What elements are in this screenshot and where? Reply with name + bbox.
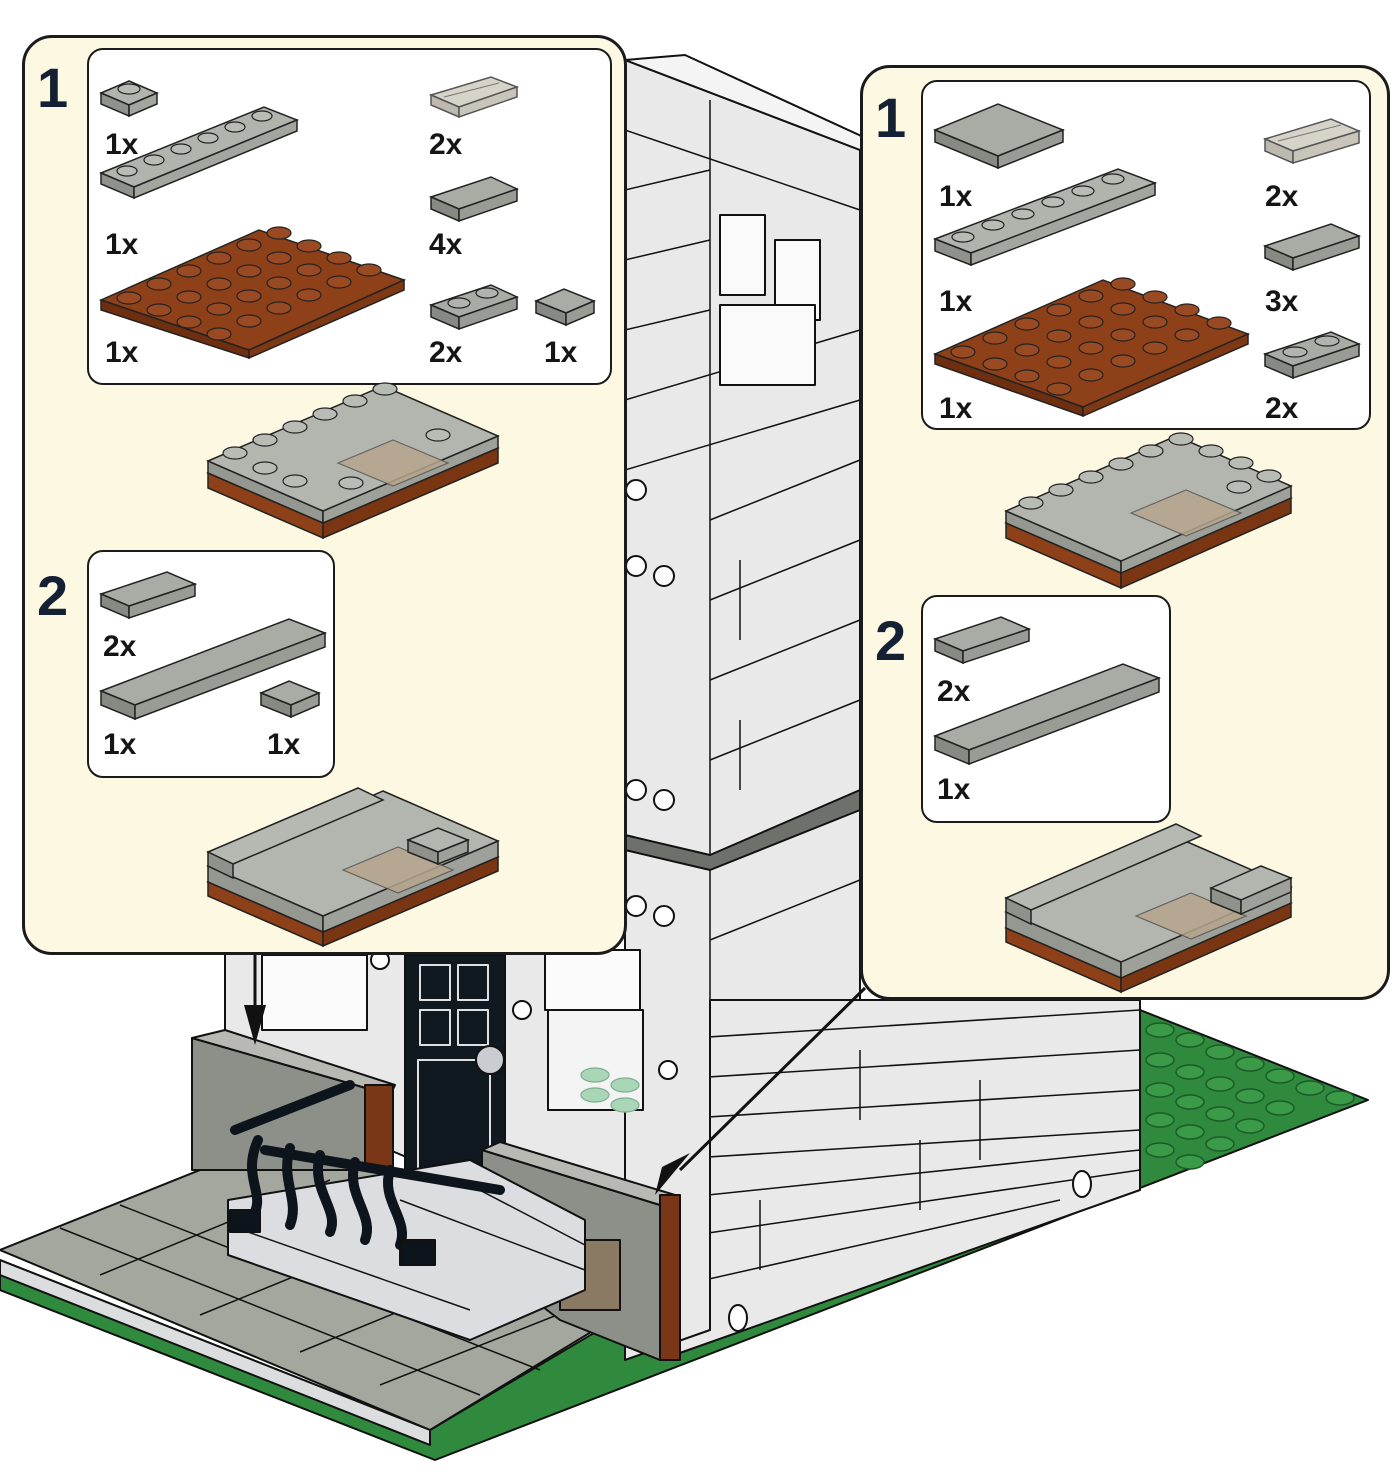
round-brick-icon	[728, 1304, 748, 1332]
round-brick-icon	[658, 1060, 678, 1080]
round-brick-icon	[653, 565, 675, 587]
step-2-result-model	[206, 787, 500, 948]
parts-list-box: 1x 1x 1x	[87, 48, 612, 385]
part-qty: 2x	[429, 128, 463, 161]
step-number: 2	[37, 564, 69, 627]
part-tile-1x2	[1262, 223, 1362, 272]
part-tile-1x1	[259, 680, 321, 719]
step-1-result-model	[206, 382, 500, 540]
round-brick-icon	[625, 779, 647, 801]
part-qty: 2x	[429, 336, 463, 369]
placement-arrow-right	[655, 986, 867, 1195]
part-plate-1x2	[428, 284, 520, 331]
round-brick-icon	[625, 479, 647, 501]
placement-arrow-left	[244, 950, 266, 1045]
parts-list-box: 2x 1x	[921, 595, 1171, 823]
part-qty: 1x	[939, 392, 973, 425]
part-tile-1x1	[534, 288, 596, 327]
round-brick-icon	[653, 905, 675, 927]
front-window-right	[544, 949, 641, 1011]
part-qty: 1x	[105, 336, 139, 369]
part-qty: 1x	[939, 285, 973, 318]
part-qty: 1x	[105, 228, 139, 261]
part-tile-1x6	[98, 618, 328, 721]
baseplate-studs	[1145, 1022, 1355, 1170]
part-plate-1x2	[1262, 331, 1362, 380]
upper-window	[719, 214, 766, 296]
part-qty: 2x	[937, 675, 971, 708]
part-qty: 4x	[429, 228, 463, 261]
part-tile-1x2	[932, 616, 1032, 665]
step-1-result-model	[1004, 432, 1293, 590]
right-callout: 1 1x 1x 1x	[860, 65, 1390, 1000]
part-tile-1x6	[932, 663, 1162, 766]
step-number: 1	[875, 86, 907, 149]
part-plate-1x1	[99, 80, 159, 118]
round-brick-icon	[625, 895, 647, 917]
part-plate-1x6	[932, 168, 1158, 267]
part-qty: 2x	[1265, 180, 1299, 213]
left-callout: 1 1x 1x	[22, 35, 627, 955]
part-qty: 1x	[544, 336, 578, 369]
trans-green-studs	[580, 1067, 640, 1113]
part-tile-2x2	[933, 103, 1066, 170]
round-brick-icon	[625, 555, 647, 577]
part-qty: 1x	[267, 728, 301, 761]
parts-list-box: 1x 1x 1x	[921, 80, 1371, 430]
step-2-result-model	[1004, 823, 1293, 994]
step-number: 1	[37, 56, 69, 119]
part-plate-1x6	[99, 106, 300, 200]
part-qty: 1x	[103, 728, 137, 761]
part-qty: 3x	[1265, 285, 1299, 318]
step-number: 2	[875, 609, 907, 672]
front-window-left	[261, 954, 368, 1031]
curb	[0, 1259, 431, 1446]
part-qty: 1x	[939, 180, 973, 213]
railing-base	[229, 1209, 261, 1233]
part-plate-4x6-reddish-brown	[932, 277, 1250, 418]
part-qty: 2x	[103, 630, 137, 663]
black-railing	[230, 1080, 505, 1250]
upper-window	[719, 304, 816, 386]
door-knob	[475, 1045, 505, 1075]
railing-base	[399, 1239, 436, 1266]
part-plate-4x6-reddish-brown	[98, 226, 407, 360]
part-qty: 1x	[937, 773, 971, 806]
parts-list-box: 2x 1x 1x	[87, 550, 335, 778]
part-tile-1x2	[98, 571, 198, 620]
part-tile-1x2	[428, 176, 520, 223]
part-tile-1x2-trans-clear	[428, 76, 520, 119]
part-tile-1x2-trans-clear	[1262, 118, 1362, 165]
round-brick-icon	[653, 789, 675, 811]
part-qty: 2x	[1265, 392, 1299, 425]
part-qty: 1x	[105, 128, 139, 161]
round-brick-icon	[1072, 1170, 1092, 1198]
round-brick-icon	[512, 1000, 532, 1020]
